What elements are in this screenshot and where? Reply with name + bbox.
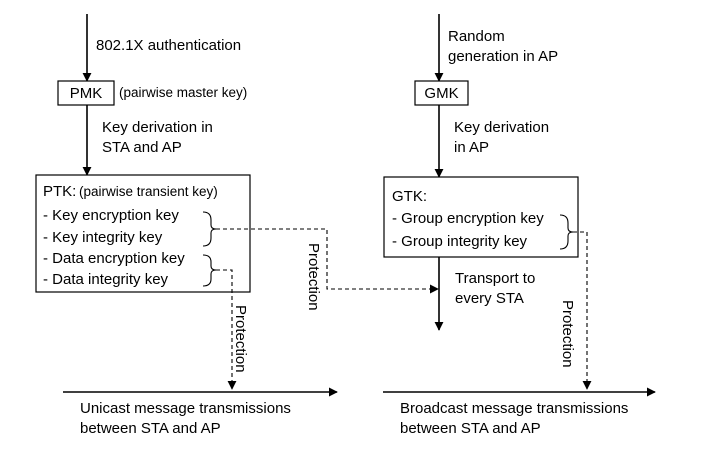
auth-label: 802.1X authentication — [96, 37, 241, 54]
ptk-item-key-integrity: - Key integrity key — [43, 229, 163, 246]
ptk-derivation-line1: Key derivation in — [102, 119, 213, 136]
unicast-output-line1: Unicast message transmissions — [80, 400, 291, 417]
unicast-protection-arrow — [216, 269, 237, 390]
gtk-item-group-encryption: - Group encryption key — [392, 210, 544, 227]
transport-label-line2: every STA — [455, 290, 524, 307]
gtk-box — [383, 176, 579, 258]
ptk-item-data-encryption: - Data encryption key — [43, 250, 185, 267]
gtk-derivation-line1: Key derivation — [454, 119, 549, 136]
unicast-protection-label: Protection — [232, 305, 249, 373]
pmk-box — [57, 80, 115, 106]
random-label-line1: Random — [448, 28, 505, 45]
gmk-label: GMK — [424, 85, 458, 102]
pmk-label: PMK — [70, 85, 103, 102]
ptk-box — [35, 174, 251, 293]
gtk-derivation-line2: in AP — [454, 139, 489, 156]
transport-label-line1: Transport to — [455, 270, 535, 287]
random-label-line2: generation in AP — [448, 48, 558, 65]
transport-protection-arrow — [216, 228, 439, 294]
gtk-title: GTK: — [392, 188, 427, 205]
ptk-item-key-encryption: - Key encryption key — [43, 207, 179, 224]
unicast-output-line2: between STA and AP — [80, 420, 221, 437]
ptk-title: PTK: — [43, 183, 76, 200]
broadcast-output-line1: Broadcast message transmissions — [400, 400, 628, 417]
ptk-derivation-line2: STA and AP — [102, 139, 182, 156]
ptk-description: (pairwise transient key) — [79, 184, 218, 199]
broadcast-output-line2: between STA and AP — [400, 420, 541, 437]
gtk-item-group-integrity: - Group integrity key — [392, 233, 528, 250]
broadcast-protection-arrow — [573, 231, 592, 390]
transport-protection-label: Protection — [305, 243, 322, 311]
ptk-item-data-integrity: - Data integrity key — [43, 271, 169, 288]
pmk-description: (pairwise master key) — [119, 85, 247, 100]
gmk-box — [414, 80, 469, 106]
broadcast-protection-label: Protection — [559, 300, 576, 368]
